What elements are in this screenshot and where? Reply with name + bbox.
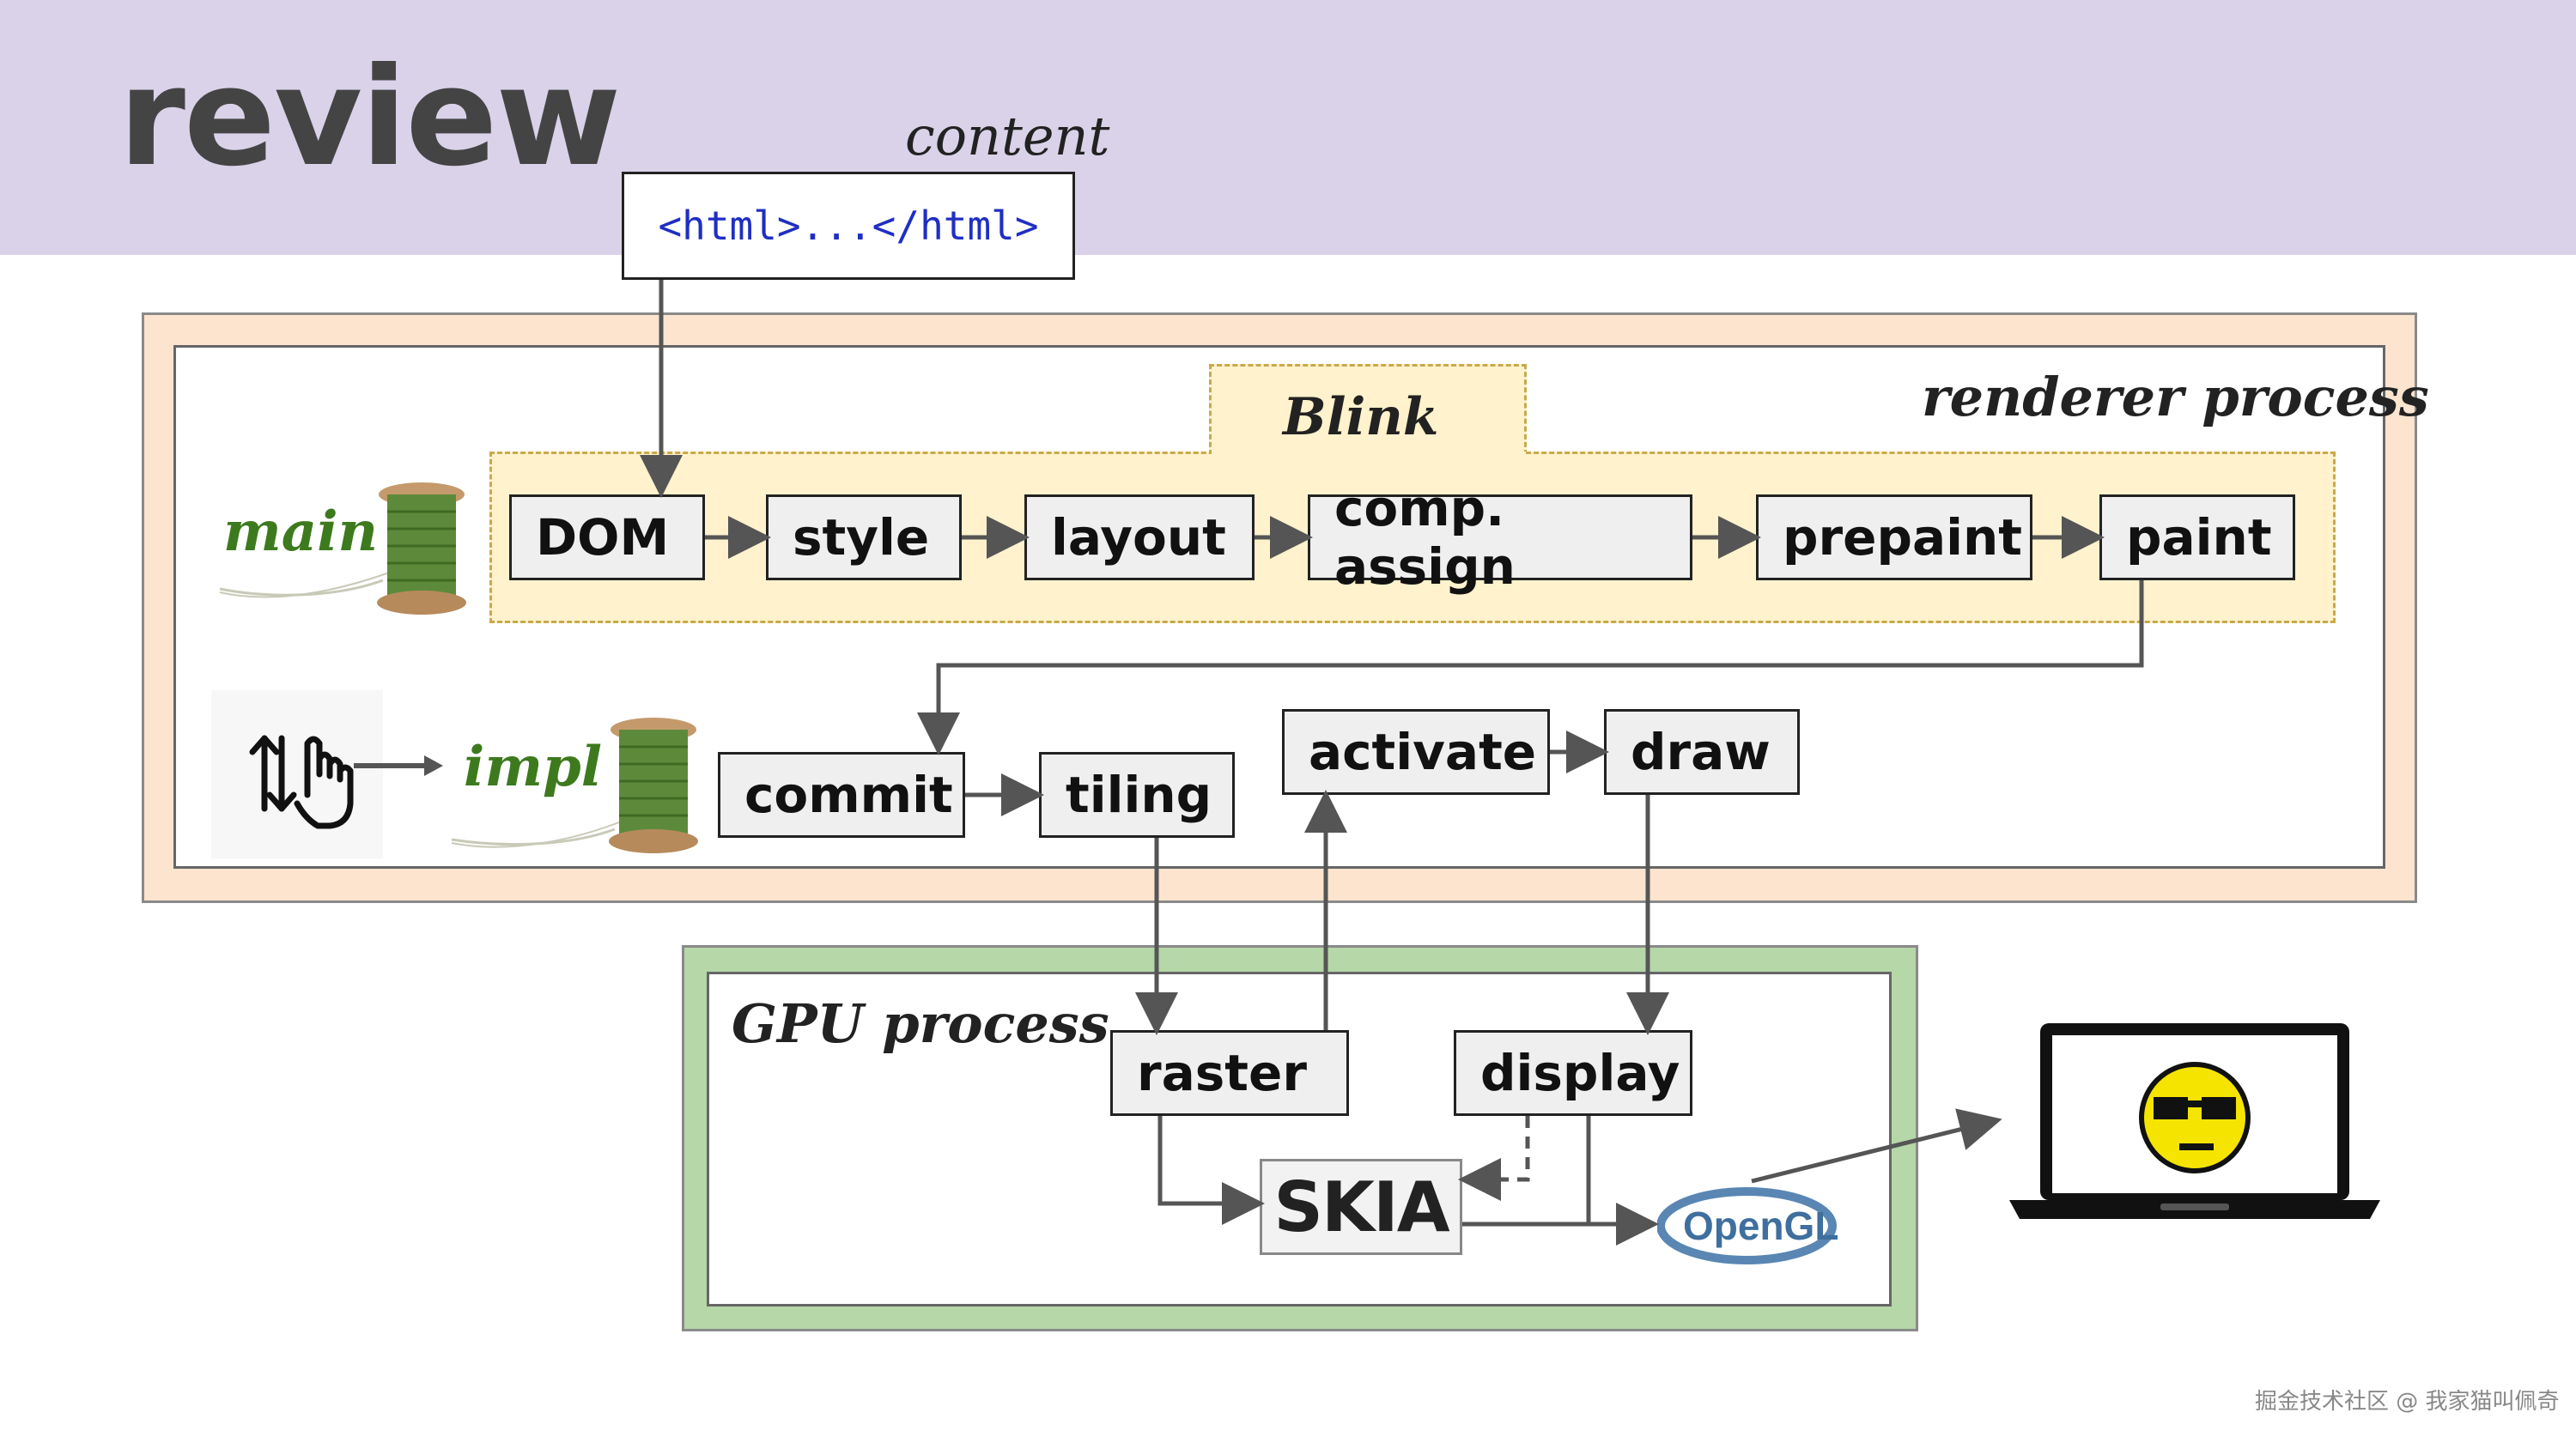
thread-spool-icon: [219, 482, 466, 615]
step-display: display: [1454, 1030, 1692, 1116]
slide-title: review: [118, 39, 621, 197]
blink-tab: [1209, 364, 1527, 455]
skia-label: SKIA: [1273, 1167, 1449, 1247]
step-style: style: [766, 494, 962, 580]
step-dom: DOM: [509, 494, 705, 580]
thread-spool-icon: [451, 718, 698, 853]
step-prepaint: prepaint: [1756, 494, 2032, 580]
content-label: content: [905, 105, 1110, 167]
html-snippet: <html>...</html>: [658, 203, 1039, 249]
blink-label: Blink: [1283, 387, 1439, 447]
step-activate: activate: [1282, 709, 1550, 795]
gpu-process-label: GPU process: [732, 992, 1109, 1055]
laptop-icon: [2009, 1023, 2380, 1219]
step-layout: layout: [1024, 494, 1255, 580]
opengl-label: OpenGL: [1683, 1203, 1838, 1248]
step-draw: draw: [1604, 709, 1800, 795]
html-content-box: <html>...</html>: [622, 172, 1075, 280]
renderer-process-label: renderer process: [1922, 366, 2429, 428]
step-paint: paint: [2099, 494, 2295, 580]
skia-logo: SKIA: [1260, 1159, 1462, 1255]
input-gesture-icon: [211, 690, 383, 858]
impl-thread-label: impl: [464, 735, 603, 799]
step-raster: raster: [1110, 1030, 1349, 1116]
blink-tab-join: [1212, 450, 1524, 457]
main-thread-label: main: [223, 500, 379, 564]
smiley-sunglasses-icon: [2139, 1062, 2251, 1173]
header-band: [0, 0, 2576, 255]
watermark: 掘金技术社区 @ 我家猫叫佩奇: [2255, 1389, 2560, 1415]
step-commit: commit: [718, 752, 965, 838]
gesture-to-impl-arrow: [354, 755, 443, 776]
opengl-logo: OpenGL: [1657, 1187, 1838, 1264]
